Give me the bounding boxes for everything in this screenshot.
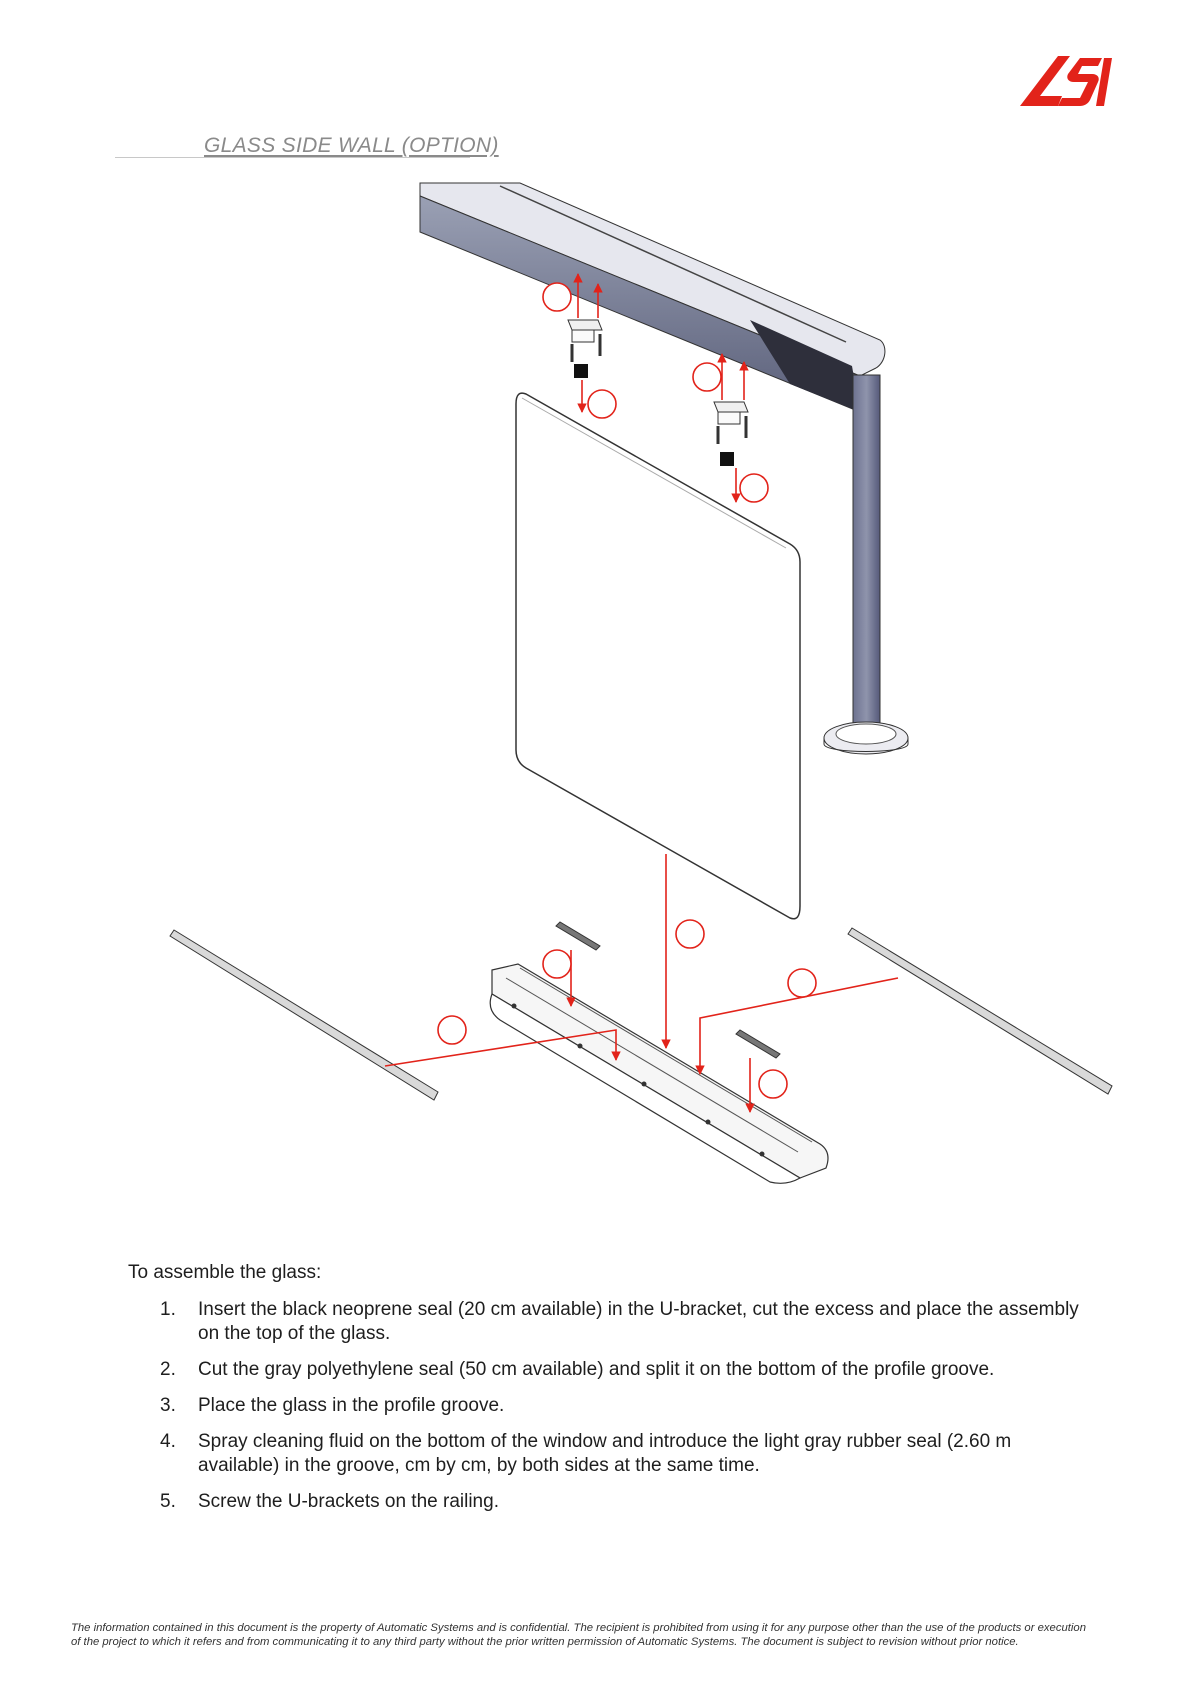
- footer-line-2: of the project to which it refers and fr…: [71, 1636, 1019, 1648]
- step-item: 4. Spray cleaning fluid on the bottom of…: [160, 1430, 1120, 1478]
- step-text: Insert the black neoprene seal (20 cm av…: [198, 1299, 1079, 1344]
- title-rule: [115, 157, 470, 158]
- step-text: Cut the gray polyethylene seal (50 cm av…: [198, 1359, 995, 1380]
- step-text: Spray cleaning fluid on the bottom of th…: [198, 1431, 1012, 1476]
- instruction-steps: 1. Insert the black neoprene seal (20 cm…: [160, 1298, 1120, 1526]
- step-number: 4.: [160, 1431, 176, 1452]
- post: [823, 374, 909, 755]
- top-railing: [419, 182, 886, 413]
- step-item: 3. Place the glass in the profile groove…: [160, 1394, 1120, 1418]
- glass-panel: [515, 392, 801, 920]
- assembly-diagram: [169, 182, 1113, 1184]
- callout-circles: [437, 282, 817, 1099]
- step-number: 5.: [160, 1491, 176, 1512]
- rubber-seal-right: [847, 927, 1113, 1095]
- assembly-arrows: [384, 273, 899, 1113]
- step-number: 1.: [160, 1299, 176, 1320]
- step-number: 2.: [160, 1359, 176, 1380]
- gray-seal-right: [735, 1029, 781, 1059]
- step-item: 2. Cut the gray polyethylene seal (50 cm…: [160, 1358, 1120, 1382]
- u-bracket-left: [567, 319, 603, 378]
- section-title: GLASS SIDE WALL (OPTION): [204, 134, 499, 157]
- bottom-profile: [489, 963, 829, 1184]
- step-number: 3.: [160, 1395, 176, 1416]
- step-text: Place the glass in the profile groove.: [198, 1395, 505, 1416]
- rubber-seal-left: [169, 929, 439, 1101]
- u-bracket-right: [713, 401, 749, 466]
- footer-line-1: The information contained in this docume…: [71, 1622, 1086, 1634]
- step-item: 5. Screw the U-brackets on the railing.: [160, 1490, 1120, 1514]
- confidentiality-footer: The information contained in this docume…: [71, 1621, 1131, 1649]
- step-item: 1. Insert the black neoprene seal (20 cm…: [160, 1298, 1120, 1346]
- automatic-systems-logo: [1020, 56, 1112, 106]
- instructions-intro: To assemble the glass:: [128, 1262, 322, 1283]
- gray-seal-left: [555, 921, 601, 951]
- step-text: Screw the U-brackets on the railing.: [198, 1491, 499, 1512]
